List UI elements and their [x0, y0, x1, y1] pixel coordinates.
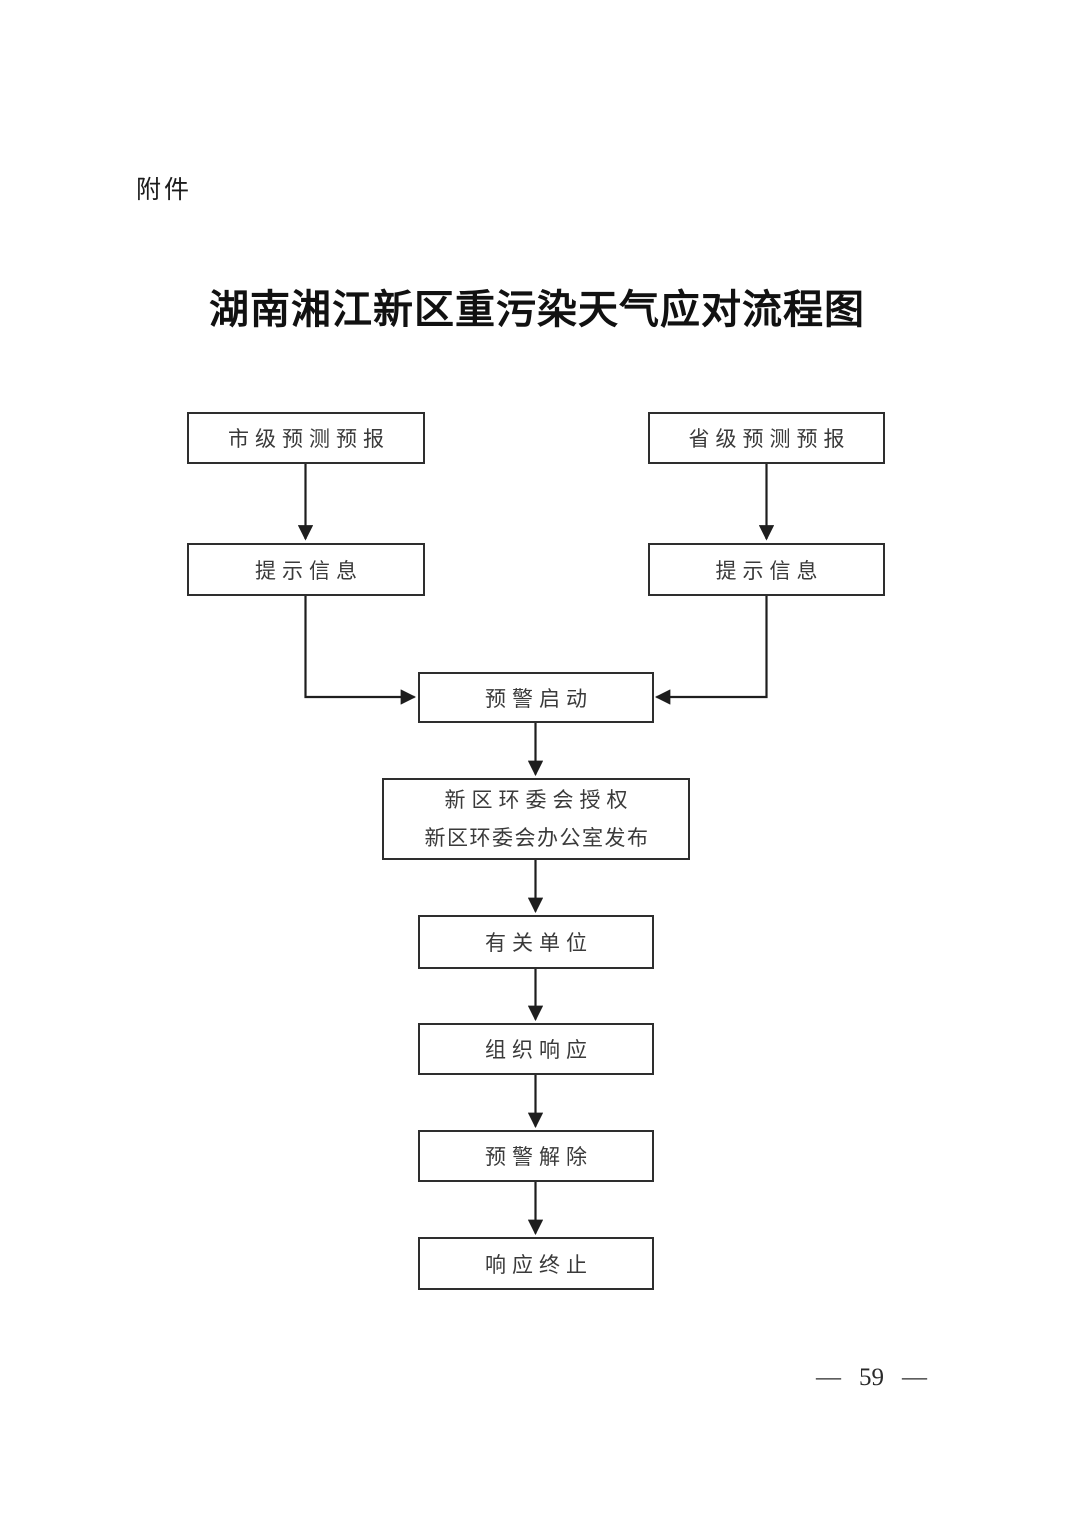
page-number: 59	[859, 1364, 884, 1391]
flow-node-province-notice: 提示信息	[648, 543, 885, 596]
page-number-footer: — 59 —	[816, 1364, 927, 1392]
arrow-province-notice-to-warning-start	[654, 595, 768, 705]
flow-node-city-forecast: 市级预测预报	[187, 412, 425, 464]
flow-node-warning-lift: 预警解除	[418, 1130, 654, 1182]
attachment-label: 附件	[136, 176, 193, 204]
flow-node-label-line2: 新区环委会办公室发布	[424, 826, 650, 850]
flow-node-label: 省级预测预报	[688, 427, 851, 451]
flow-node-label-line1: 新区环委会授权	[444, 788, 634, 812]
flow-node-related-units: 有关单位	[418, 915, 654, 969]
flow-node-response-end: 响应终止	[418, 1237, 654, 1290]
flow-node-province-forecast: 省级预测预报	[648, 412, 885, 464]
flow-node-label: 响应终止	[485, 1252, 593, 1277]
flow-node-label: 组织响应	[485, 1038, 593, 1062]
flow-node-label: 预警解除	[485, 1145, 593, 1169]
footer-right-dash: —	[902, 1364, 927, 1391]
flow-node-label: 预警启动	[485, 686, 593, 711]
flow-node-authorize-publish: 新区环委会授权 新区环委会办公室发布	[382, 778, 690, 860]
flow-node-label: 有关单位	[485, 931, 593, 955]
flow-node-organize-response: 组织响应	[418, 1023, 654, 1075]
page-title: 湖南湘江新区重污染天气应对流程图	[209, 287, 865, 332]
flow-node-label: 提示信息	[715, 558, 824, 583]
flow-node-label: 市级预测预报	[228, 427, 390, 451]
arrow-city-notice-to-warning-start	[304, 595, 417, 705]
flow-node-city-notice: 提示信息	[187, 543, 425, 596]
flow-node-warning-start: 预警启动	[418, 672, 654, 723]
flow-node-label: 提示信息	[255, 558, 363, 583]
footer-left-dash: —	[816, 1364, 841, 1391]
